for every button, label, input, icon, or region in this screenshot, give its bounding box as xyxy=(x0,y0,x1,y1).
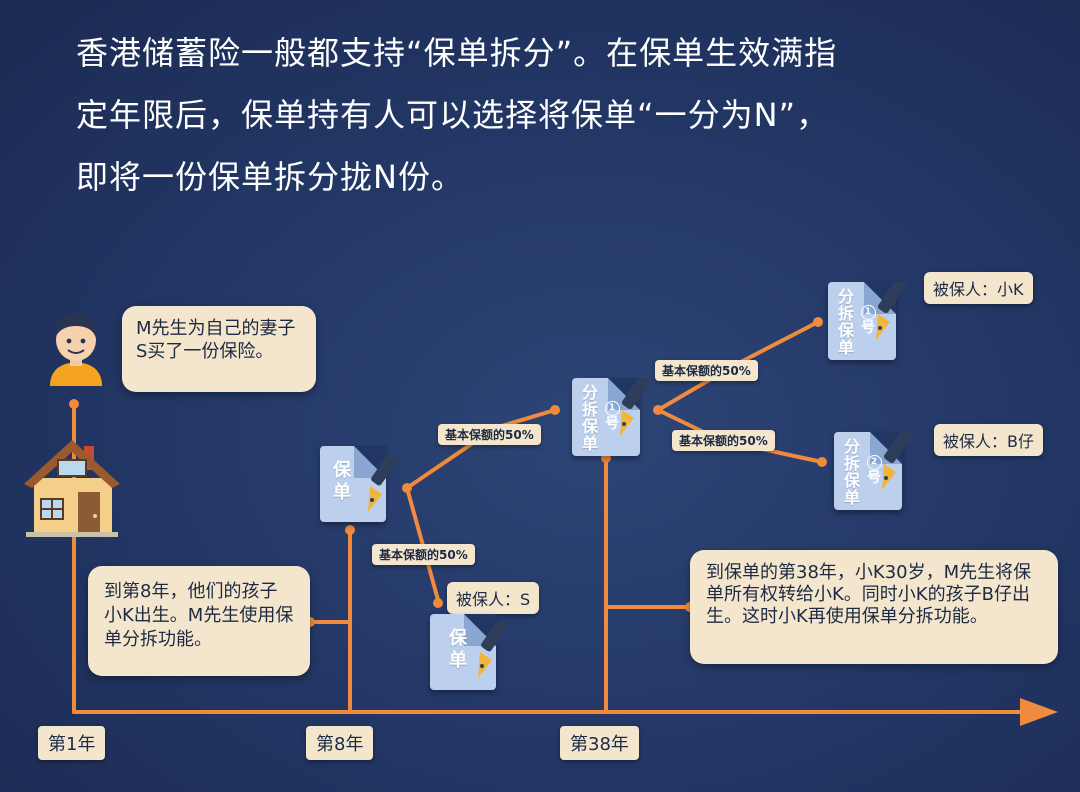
intro-line-2: 定年限后，保单持有人可以选择将保单“一分为N”， xyxy=(76,96,830,134)
share-label-lower-second: 基本保额的50% xyxy=(672,430,775,451)
document-label: 保单 xyxy=(449,628,467,671)
pen-icon xyxy=(368,456,399,512)
document-label: 分拆保单 xyxy=(581,383,598,453)
insured-label-s: 被保人：S xyxy=(447,582,540,614)
insured-label-k: 被保人：小K xyxy=(924,272,1033,304)
note-year8-split: 到第8年，他们的孩子小K出生。M先生使用保单分拆功能。 xyxy=(88,566,310,676)
note-year8-split-text: 到第8年，他们的孩子小K出生。M先生使用保单分拆功能。 xyxy=(104,581,294,650)
year-label-8: 第8年 xyxy=(306,726,374,760)
document-number-suffix: 号 xyxy=(861,320,875,336)
document-number-suffix: 号 xyxy=(605,416,619,432)
intro-line-3: 即将一份保单拆分拢N份。 xyxy=(76,158,464,196)
document-icon-main-policy: 保单 xyxy=(320,446,399,522)
house-icon xyxy=(24,440,120,537)
year-label-1: 第1年 xyxy=(38,726,106,760)
document-icon-policy-s: 保单 xyxy=(430,614,509,690)
note-initial-purchase-text: M先生为自己的妻子S买了一份保险。 xyxy=(136,318,296,362)
year-label-38: 第38年 xyxy=(560,726,639,760)
share-label-upper-first: 基本保额的50% xyxy=(438,424,541,445)
person-icon xyxy=(50,314,102,386)
intro-text: 香港储蓄险一般都支持“保单拆分”。在保单生效满指定年限后，保单持有人可以选择将保… xyxy=(76,22,1036,208)
pen-icon xyxy=(882,432,913,490)
pen-icon xyxy=(876,282,907,340)
note-year38-split: 到保单的第38年，小K30岁，M先生将保单所有权转给小K。同时小K的孩子B仔出生… xyxy=(690,550,1058,664)
document-label: 分拆保单 xyxy=(837,287,854,357)
document-label: 保单 xyxy=(333,460,351,503)
insured-label-b: 被保人：B仔 xyxy=(934,424,1043,456)
share-label-upper-second: 基本保额的50% xyxy=(655,360,758,381)
share-label-lower-first: 基本保额的50% xyxy=(372,544,475,565)
intro-line-1: 香港储蓄险一般都支持“保单拆分”。在保单生效满指 xyxy=(76,34,838,72)
arrow-right-icon xyxy=(1020,698,1058,726)
note-year38-split-text: 到保单的第38年，小K30岁，M先生将保单所有权转给小K。同时小K的孩子B仔出生… xyxy=(706,562,1032,627)
pen-icon xyxy=(620,378,651,436)
document-number-suffix: 号 xyxy=(867,470,881,486)
document-label: 分拆保单 xyxy=(843,437,860,507)
pen-icon xyxy=(478,622,509,678)
note-initial-purchase: M先生为自己的妻子S买了一份保险。 xyxy=(122,306,316,392)
